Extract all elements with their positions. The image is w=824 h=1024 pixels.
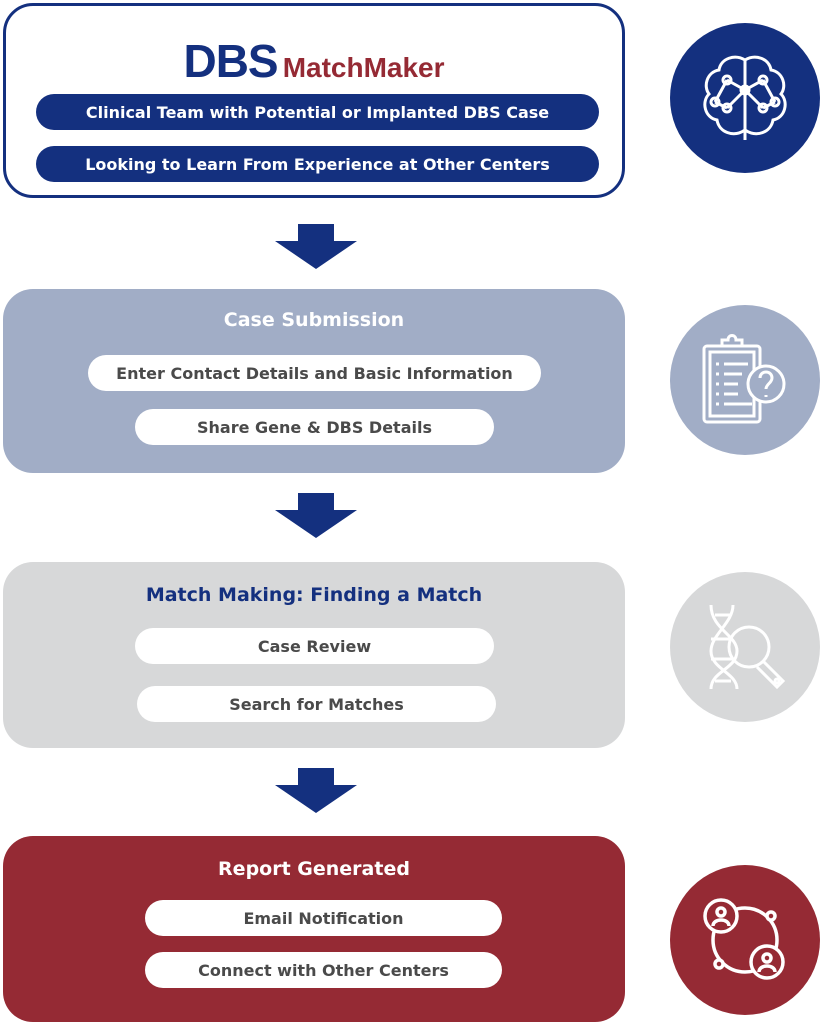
submission-title: Case Submission <box>223 309 405 331</box>
report-circle <box>670 865 820 1015</box>
arrow-down-icon <box>275 768 357 813</box>
submission-item: Share Gene & DBS Details <box>135 409 494 445</box>
submission-circle <box>670 305 820 455</box>
logo-matchmaker: MatchMaker <box>282 52 445 83</box>
report-item: Connect with Other Centers <box>145 952 502 988</box>
matching-item: Search for Matches <box>137 686 496 722</box>
matching-box: Match Making: Finding a Match Case Revie… <box>3 562 625 748</box>
report-item: Email Notification <box>145 900 502 936</box>
logo-dbs: DBS <box>183 35 278 87</box>
report-box: Report Generated Email Notification Conn… <box>3 836 625 1022</box>
intro-item: Looking to Learn From Experience at Othe… <box>36 146 599 182</box>
brain-network-icon <box>703 55 787 140</box>
report-title: Report Generated <box>218 858 410 880</box>
connected-users-icon <box>703 898 785 980</box>
submission-box: Case Submission Enter Contact Details an… <box>3 289 625 473</box>
arrow-down-icon <box>275 224 357 269</box>
matching-title: Match Making: Finding a Match <box>145 584 483 606</box>
intro-item: Clinical Team with Potential or Implante… <box>36 94 599 130</box>
matching-circle <box>670 572 820 722</box>
intro-box: DBS MatchMaker Clinical Team with Potent… <box>3 3 625 198</box>
arrow-down-icon <box>275 493 357 538</box>
clipboard-question-icon <box>702 334 786 424</box>
submission-item: Enter Contact Details and Basic Informat… <box>88 355 541 391</box>
intro-circle <box>670 23 820 173</box>
matching-item: Case Review <box>135 628 494 664</box>
logo: DBS MatchMaker <box>6 34 622 88</box>
dna-search-icon <box>709 604 786 690</box>
